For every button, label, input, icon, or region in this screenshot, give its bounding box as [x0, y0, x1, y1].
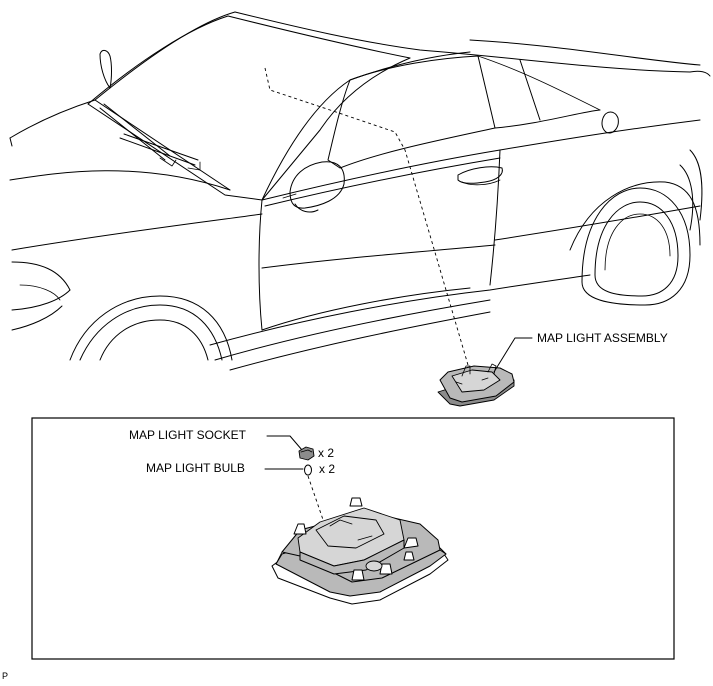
map-light-bulb-label: MAP LIGHT BULB [146, 461, 245, 475]
map-light-socket-leader [266, 435, 303, 451]
map-light-bulb-icon [304, 464, 312, 476]
map-light-assembly-leader [493, 337, 533, 373]
map-light-socket-label: MAP LIGHT SOCKET [129, 428, 247, 442]
map-light-bulb-qty: x 2 [319, 462, 335, 476]
map-light-assembly-large [271, 497, 449, 605]
corner-mark: P [2, 671, 8, 681]
car-illustration [9, 11, 711, 371]
detail-box [31, 417, 675, 660]
map-light-socket-icon [298, 446, 315, 461]
map-light-assembly-label: MAP LIGHT ASSEMBLY [537, 331, 668, 345]
map-light-assembly-small [437, 363, 515, 407]
map-light-socket-qty: x 2 [318, 446, 334, 460]
